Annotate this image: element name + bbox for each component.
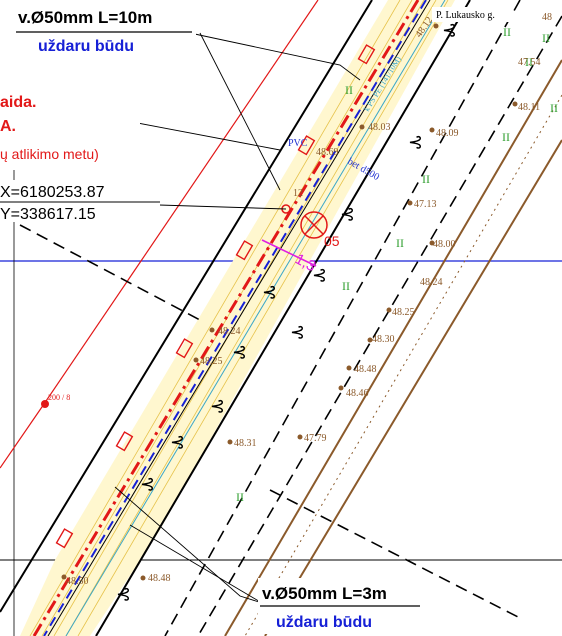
svg-text:II: II — [542, 31, 550, 45]
brown-dotted-line — [244, 94, 562, 636]
cyan-utility-line — [65, 0, 446, 636]
svg-text:⊰: ⊰ — [290, 322, 305, 342]
dashed-boundary-3 — [19, 224, 201, 321]
callout-bottom-subtitle: uždaru būdu — [276, 614, 372, 631]
svg-text:⊰: ⊰ — [210, 396, 225, 416]
pipe-label-pvc: PVC — [288, 138, 308, 149]
plot-boundary-line-2 — [0, 403, 45, 469]
left-note-line2: A. — [0, 118, 16, 135]
elevation-label: 48.48 — [354, 364, 377, 375]
svg-text:II: II — [525, 55, 533, 69]
marker-number: 05 — [324, 233, 340, 249]
pipe-centerline — [32, 0, 420, 636]
left-note-line1: aida. — [0, 94, 36, 111]
elevation-label: 48.31 — [234, 438, 257, 449]
elevation-label: 48.24 — [218, 326, 241, 337]
elevation-label: 48.46 — [346, 388, 369, 399]
leader-bottom — [114, 486, 263, 604]
svg-text:II: II — [342, 279, 350, 293]
elevation-label: 48.50 — [66, 576, 89, 587]
elevation-label: 48 — [542, 12, 552, 23]
elevation-label: 48.03 — [368, 122, 391, 133]
elevation-label: 48.24 — [420, 277, 443, 288]
svg-text:⊰: ⊰ — [312, 265, 327, 285]
leader-top — [189, 32, 361, 81]
elevation-label: 48.25 — [200, 356, 223, 367]
leader-top-2 — [199, 32, 281, 191]
callout-top-subtitle: uždaru būdu — [38, 38, 134, 55]
svg-text:⊰: ⊰ — [170, 432, 185, 452]
point-markers — [61, 23, 518, 581]
road-edge-left — [0, 0, 373, 613]
brown-line-2 — [264, 139, 562, 636]
elevation-label: 48.48 — [148, 573, 171, 584]
elevation-label: 48.69 — [316, 147, 339, 158]
svg-text:II: II — [422, 172, 430, 186]
coordinate-x: X=6180253.87 — [0, 184, 105, 201]
plot-boundary-line — [43, 0, 319, 405]
pipe-fittings — [55, 44, 376, 549]
elevation-label: 47.79 — [304, 433, 327, 444]
pole-marker — [41, 400, 49, 408]
coordinate-y: Y=338617.15 — [0, 206, 96, 223]
svg-text:⊰: ⊰ — [442, 20, 457, 40]
pole-label: 200 / 8 — [48, 393, 70, 402]
callout-top-title: v.Ø50mm L=10m — [18, 8, 152, 27]
svg-text:⊰: ⊰ — [408, 132, 423, 152]
water-line — [43, 0, 427, 636]
svg-text:⊰: ⊰ — [116, 584, 131, 604]
dimension-line — [261, 239, 317, 267]
elevation-label: 47.54 — [518, 57, 541, 68]
connection-marker — [300, 211, 328, 239]
coordinates-bg — [0, 180, 160, 222]
leader-bottom-2 — [129, 524, 263, 604]
marker-cross-2 — [304, 215, 324, 235]
flow-symbols: ⊰ ⊰ ⊰ ⊰ ⊰ ⊰ ⊰ ⊰ ⊰ ⊰ ⊰ — [116, 20, 457, 604]
dashed-boundary-1 — [164, 0, 521, 636]
elevation-labels: 48.12 47.54 48.11 48.03 48.69 48.09 47.1… — [66, 12, 552, 587]
callout-top-bg — [0, 0, 196, 57]
elevation-label: 48.30 — [372, 334, 395, 345]
dashed-boundary-2 — [197, 15, 562, 636]
left-note-bg — [0, 84, 140, 170]
svg-text:⊰: ⊰ — [340, 204, 355, 224]
road-edge-right — [95, 0, 471, 636]
brown-line-1 — [224, 59, 562, 636]
svg-text:⊰: ⊰ — [262, 282, 277, 302]
svg-text:II: II — [502, 130, 510, 144]
elevation-label: 48.11 — [518, 102, 540, 113]
elevation-label: 48.09 — [436, 128, 459, 139]
svg-text:II: II — [345, 83, 353, 97]
svg-text:II: II — [236, 490, 244, 504]
elevation-label: 47.13 — [414, 199, 437, 210]
svg-text:II: II — [396, 236, 404, 250]
svg-text:II: II — [503, 25, 511, 39]
left-note-line3: ų atlikimo metu) — [0, 146, 99, 162]
vegetation-symbols: II II II II II II II II II II — [236, 25, 558, 504]
svg-text:⊰: ⊰ — [232, 342, 247, 362]
elevation-label: 48.25 — [392, 307, 415, 318]
dashed-boundary-4 — [269, 489, 521, 619]
svg-text:⊰: ⊰ — [140, 474, 155, 494]
svg-text:II: II — [550, 101, 558, 115]
street-name: P. Lukausko g. — [436, 10, 495, 21]
road-edge-inner — [47, 0, 431, 636]
elevation-label: 48.00 — [433, 239, 456, 250]
callout-bottom-title: v.Ø50mm L=3m — [262, 584, 387, 603]
elevation-label: 12 — [293, 188, 303, 199]
pipe-corridor-band — [20, 0, 455, 636]
street-name-bg — [432, 7, 512, 22]
